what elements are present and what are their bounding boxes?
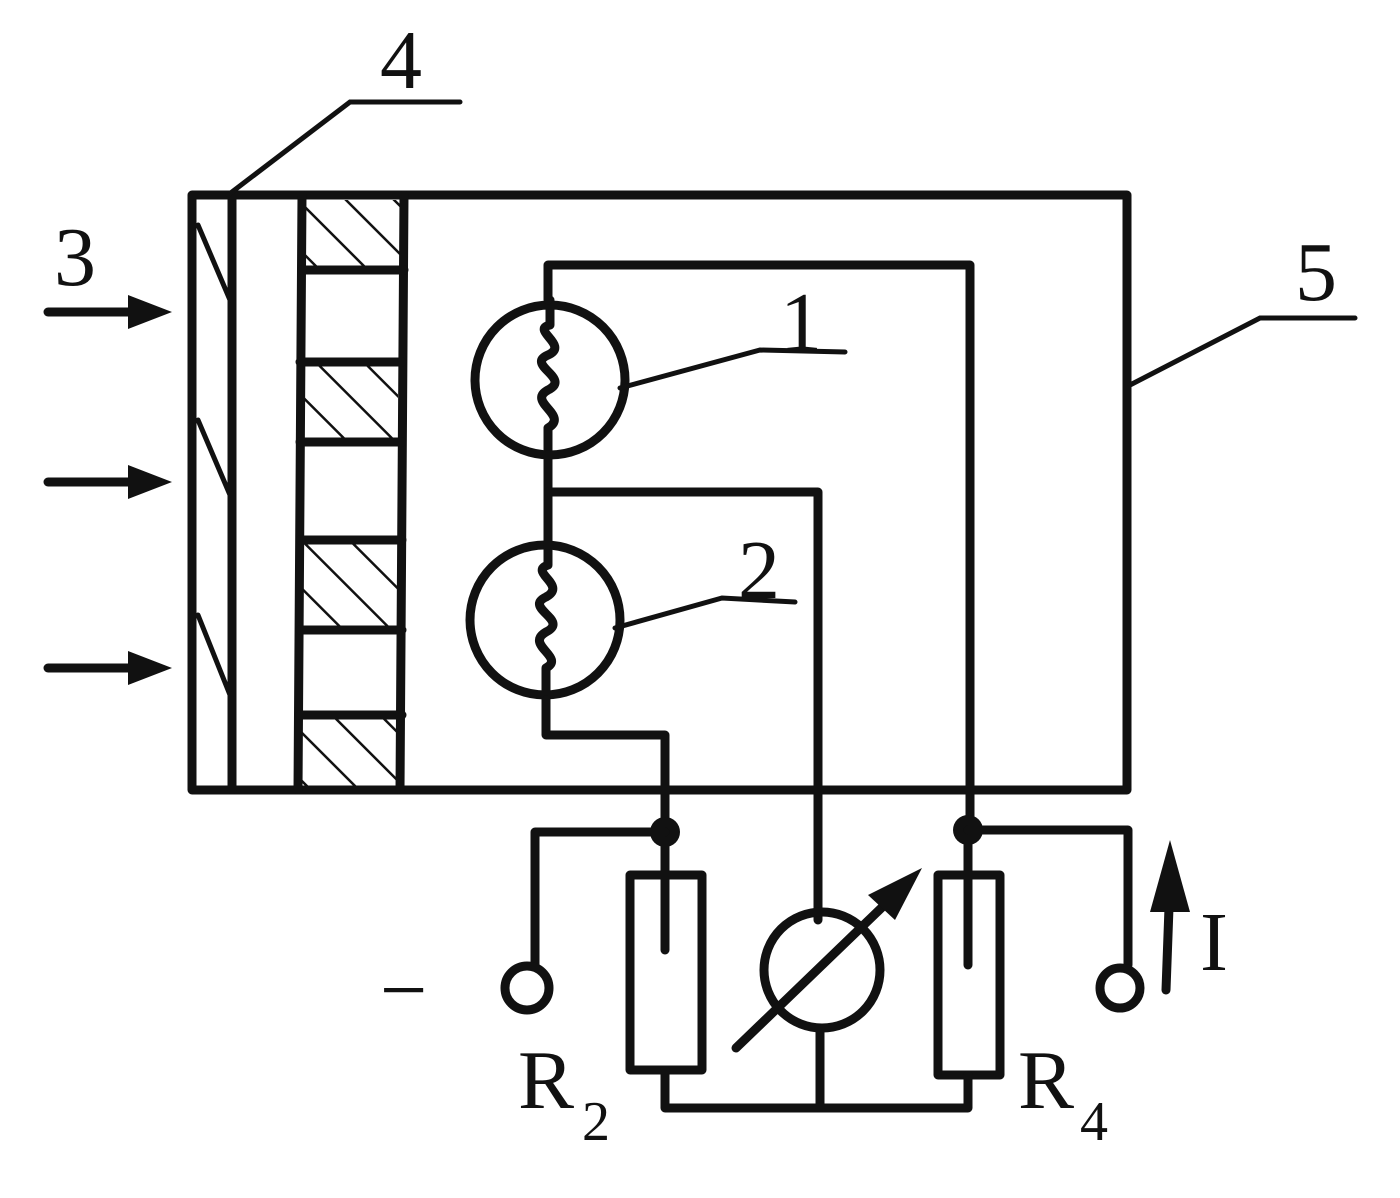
sensing-element-1	[470, 295, 630, 475]
label-3: 3	[54, 211, 96, 304]
label-r2-subscript: 2	[582, 1091, 610, 1153]
terminal-left	[500, 961, 554, 1015]
wire-element2-out	[541, 695, 670, 835]
current-arrow	[1150, 840, 1190, 995]
wire-to-right-terminal	[963, 825, 1133, 970]
inlet-flap-top	[195, 222, 233, 303]
inlet-flap-bottom	[195, 612, 235, 703]
wire-to-left-terminal	[530, 827, 670, 970]
terminal-right	[1095, 963, 1145, 1013]
resistor-r2	[625, 827, 707, 1075]
label-4: 4	[380, 14, 422, 107]
leader-4	[225, 99, 463, 198]
wire-top-loop	[543, 260, 975, 830]
label-r4: R	[1018, 1034, 1074, 1127]
sensing-element-2	[465, 535, 625, 710]
label-5: 5	[1295, 226, 1337, 319]
label-r2: R	[518, 1034, 574, 1127]
label-current: I	[1200, 896, 1228, 989]
resistor-r4	[933, 825, 1005, 1080]
galvanometer	[731, 868, 922, 1053]
leader-1	[617, 347, 848, 391]
leader-2	[612, 595, 798, 631]
wire-midpoint-to-meter	[543, 487, 823, 925]
leader-5	[1127, 315, 1358, 388]
inlet-flap-middle	[195, 417, 233, 498]
housing-box	[187, 190, 1132, 795]
label-r4-subscript: 4	[1080, 1091, 1108, 1153]
label-1: 1	[780, 276, 822, 369]
flow-arrows	[43, 295, 172, 685]
label-2: 2	[738, 524, 780, 617]
label-minus: −	[380, 944, 427, 1037]
filter-column	[293, 190, 409, 795]
